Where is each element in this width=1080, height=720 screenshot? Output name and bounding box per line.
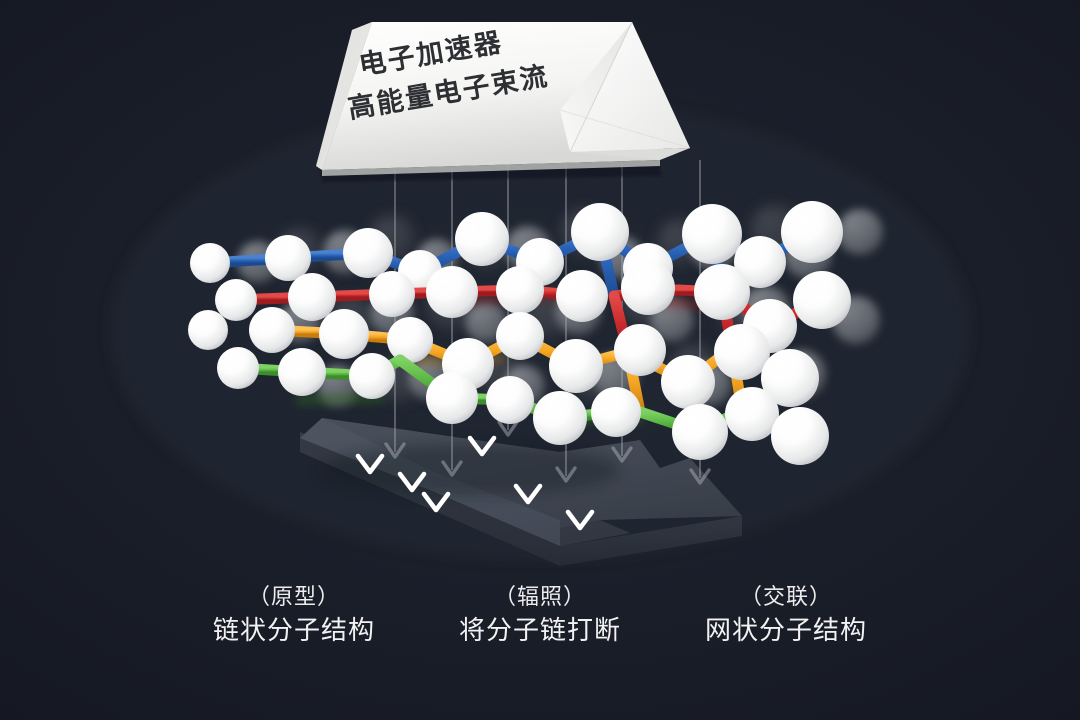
caption-prototype-desc: 链状分子结构 [212,615,375,645]
caption-irradiation-desc: 将分子链打断 [458,615,621,645]
electron-accelerator-sign [316,21,691,182]
caption-irradiation-tag: （辐照） [493,584,586,609]
caption-crosslink-tag: （交联） [739,584,832,609]
caption-prototype: （原型） 链状分子结构 [174,582,414,648]
caption-crosslink: （交联） 网状分子结构 [666,582,906,648]
atom [215,261,851,353]
electron-beam-bright [355,162,595,531]
caption-prototype-tag: （原型） [247,584,340,609]
caption-irradiation: （辐照） 将分子链打断 [420,582,660,648]
chain-green [217,347,829,465]
caption-row: （原型） 链状分子结构 （辐照） 将分子链打断 （交联） 网状分子结构 [0,582,1080,672]
atom [217,347,829,465]
chain-red [215,261,851,358]
chain-blue [190,201,843,302]
caption-crosslink-desc: 网状分子结构 [704,615,867,645]
